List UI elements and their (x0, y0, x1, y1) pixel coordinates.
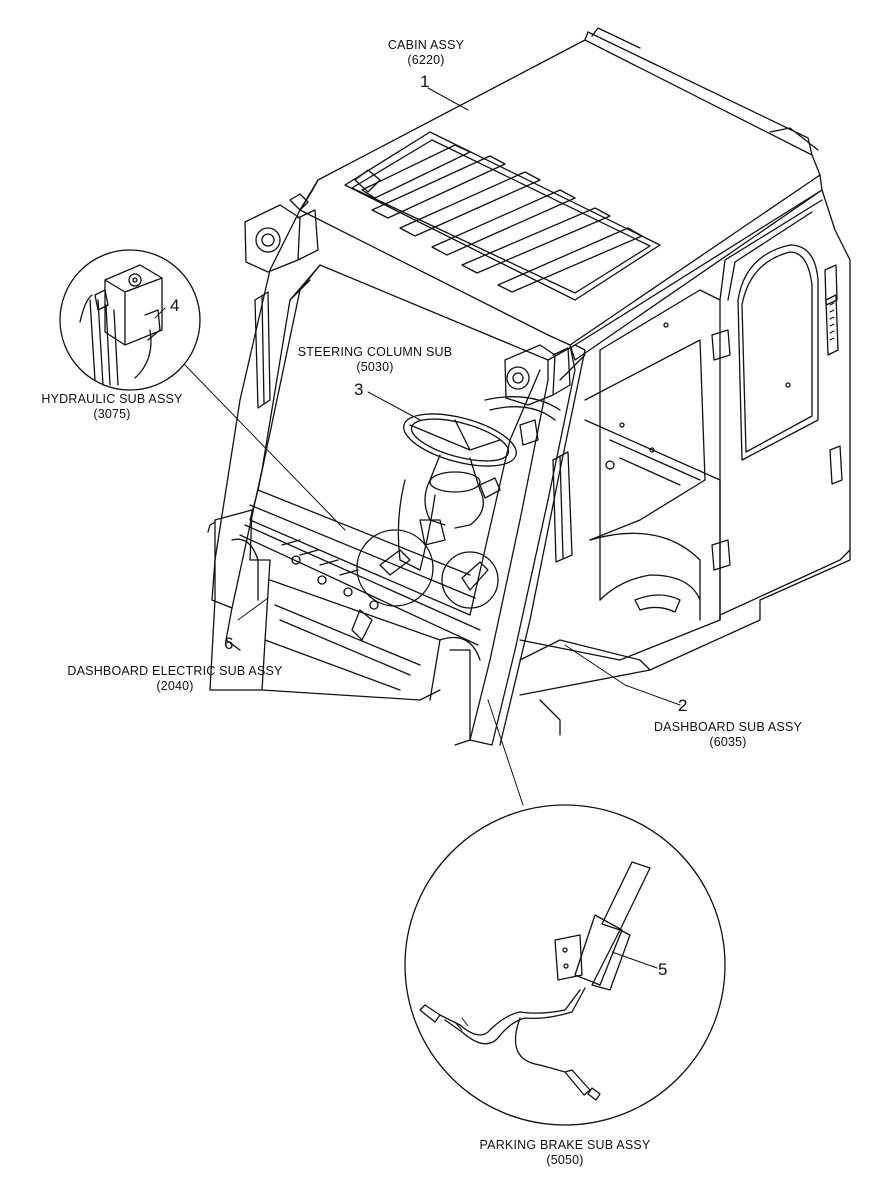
parking-brake-detail-view (405, 805, 725, 1125)
leader-lines (155, 88, 680, 968)
dashboard-sub-assy-label: DASHBOARD SUB ASSY (6035) (628, 720, 828, 750)
dashboard-electric-label: DASHBOARD ELECTRIC SUB ASSY (2040) (35, 664, 315, 694)
cabin-assy-code: (6220) (407, 53, 445, 67)
parking-brake-name: PARKING BRAKE SUB ASSY (479, 1138, 651, 1152)
cabin-front-frame (212, 210, 585, 745)
hydraulic-detail-view (60, 250, 345, 530)
work-lamps (245, 194, 570, 405)
hydraulic-sub-assy-label: HYDRAULIC SUB ASSY (3075) (22, 392, 202, 422)
callout-number-6: 6 (224, 634, 234, 653)
dashboard-sub-assy-code: (6035) (709, 735, 747, 749)
parking-brake-code: (5050) (546, 1153, 584, 1167)
callout-number-1: 1 (420, 72, 430, 91)
steering-column-name: STEERING COLUMN SUB (297, 345, 453, 359)
cabin-side-door (520, 190, 850, 735)
hydraulic-sub-assy-name: HYDRAULIC SUB ASSY (41, 392, 183, 406)
parking-brake-label: PARKING BRAKE SUB ASSY (5050) (445, 1138, 685, 1168)
steering-column-label: STEERING COLUMN SUB (5030) (290, 345, 460, 375)
dashboard-lower (208, 510, 480, 745)
callout-number-5: 5 (658, 960, 668, 979)
cabin-assy-name: CABIN ASSY (387, 38, 465, 52)
hydraulic-sub-assy-code: (3075) (93, 407, 131, 421)
steering-column (398, 397, 560, 570)
callout-number-2: 2 (678, 696, 688, 715)
dashboard-electric-name: DASHBOARD ELECTRIC SUB ASSY (67, 664, 283, 678)
steering-column-code: (5030) (356, 360, 394, 374)
cabin-roof (300, 28, 822, 360)
cabin-assy-label: CABIN ASSY (6220) (356, 38, 496, 68)
dashboard-sub-assy-name: DASHBOARD SUB ASSY (653, 720, 803, 734)
detail-markers (357, 530, 523, 805)
callout-number-4: 4 (170, 296, 180, 315)
callout-number-3: 3 (354, 380, 364, 399)
dashboard-electric-code: (2040) (156, 679, 194, 693)
